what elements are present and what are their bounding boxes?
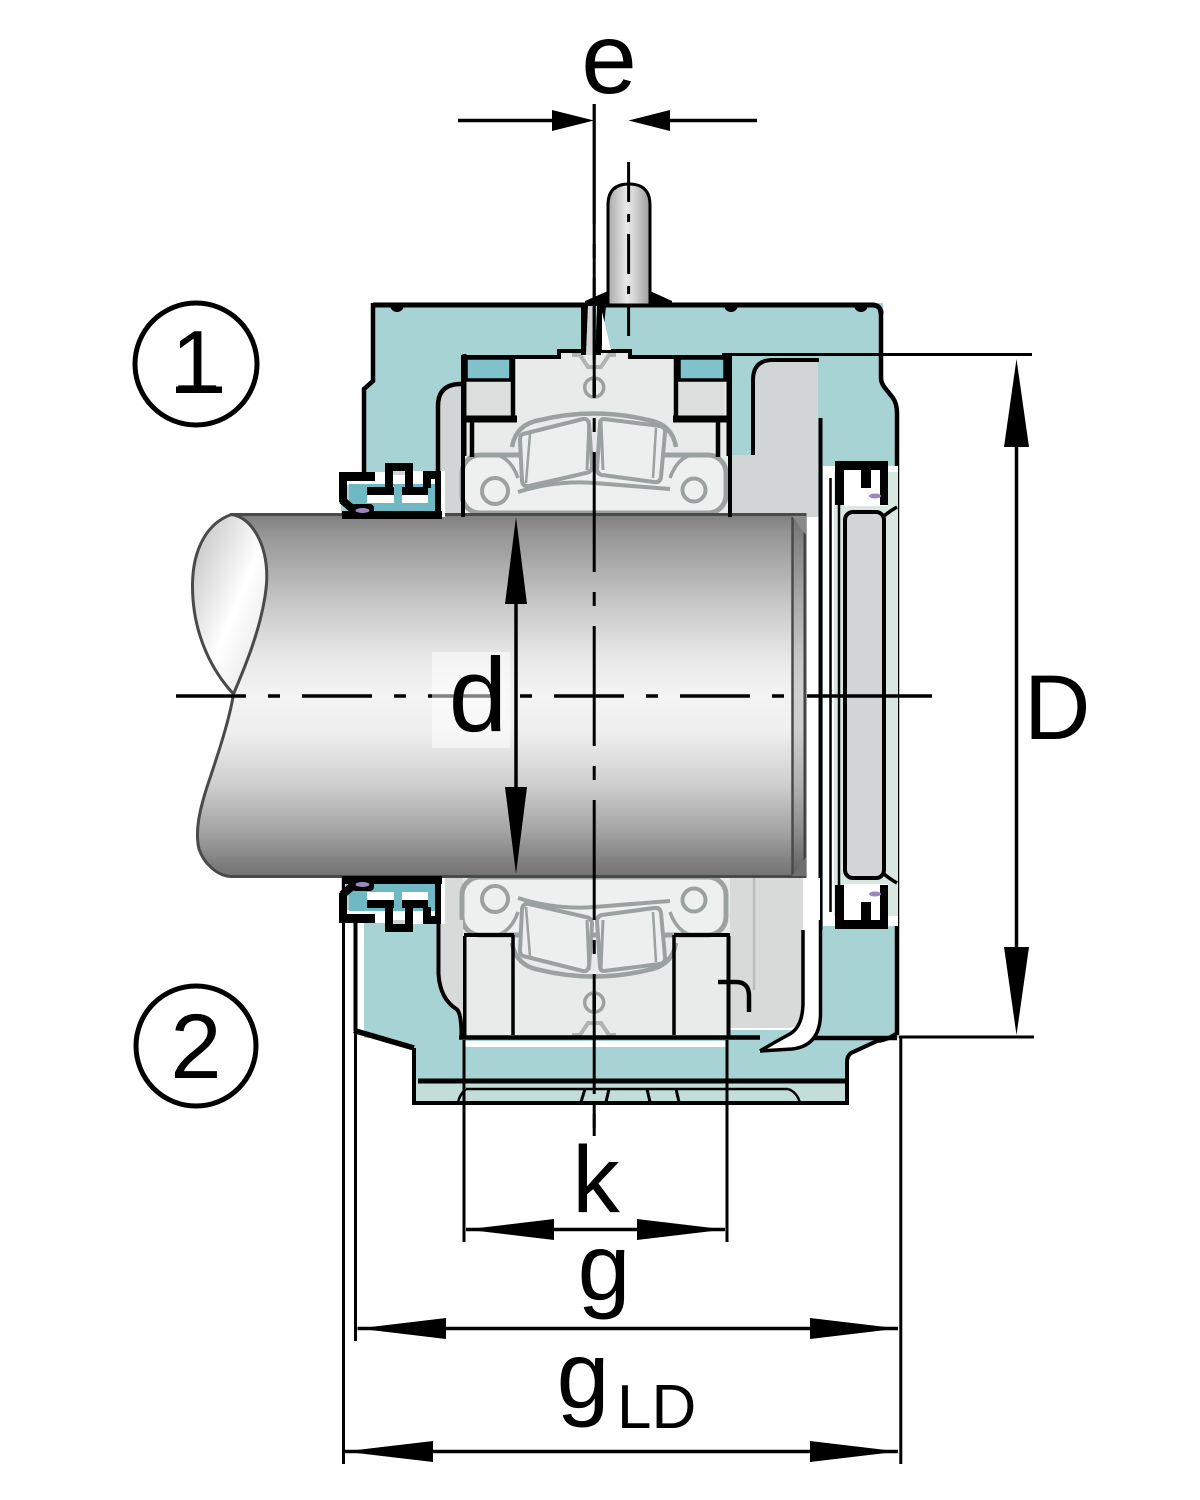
svg-text:k: k (572, 1127, 620, 1233)
svg-text:LD: LD (617, 1373, 696, 1442)
svg-text:e: e (581, 3, 637, 115)
svg-text:2: 2 (170, 996, 221, 1098)
svg-text:d: d (449, 637, 507, 754)
svg-text:g: g (557, 1323, 610, 1429)
svg-text:1: 1 (172, 312, 221, 411)
svg-text:D: D (1024, 657, 1090, 759)
svg-text:g: g (578, 1215, 631, 1321)
